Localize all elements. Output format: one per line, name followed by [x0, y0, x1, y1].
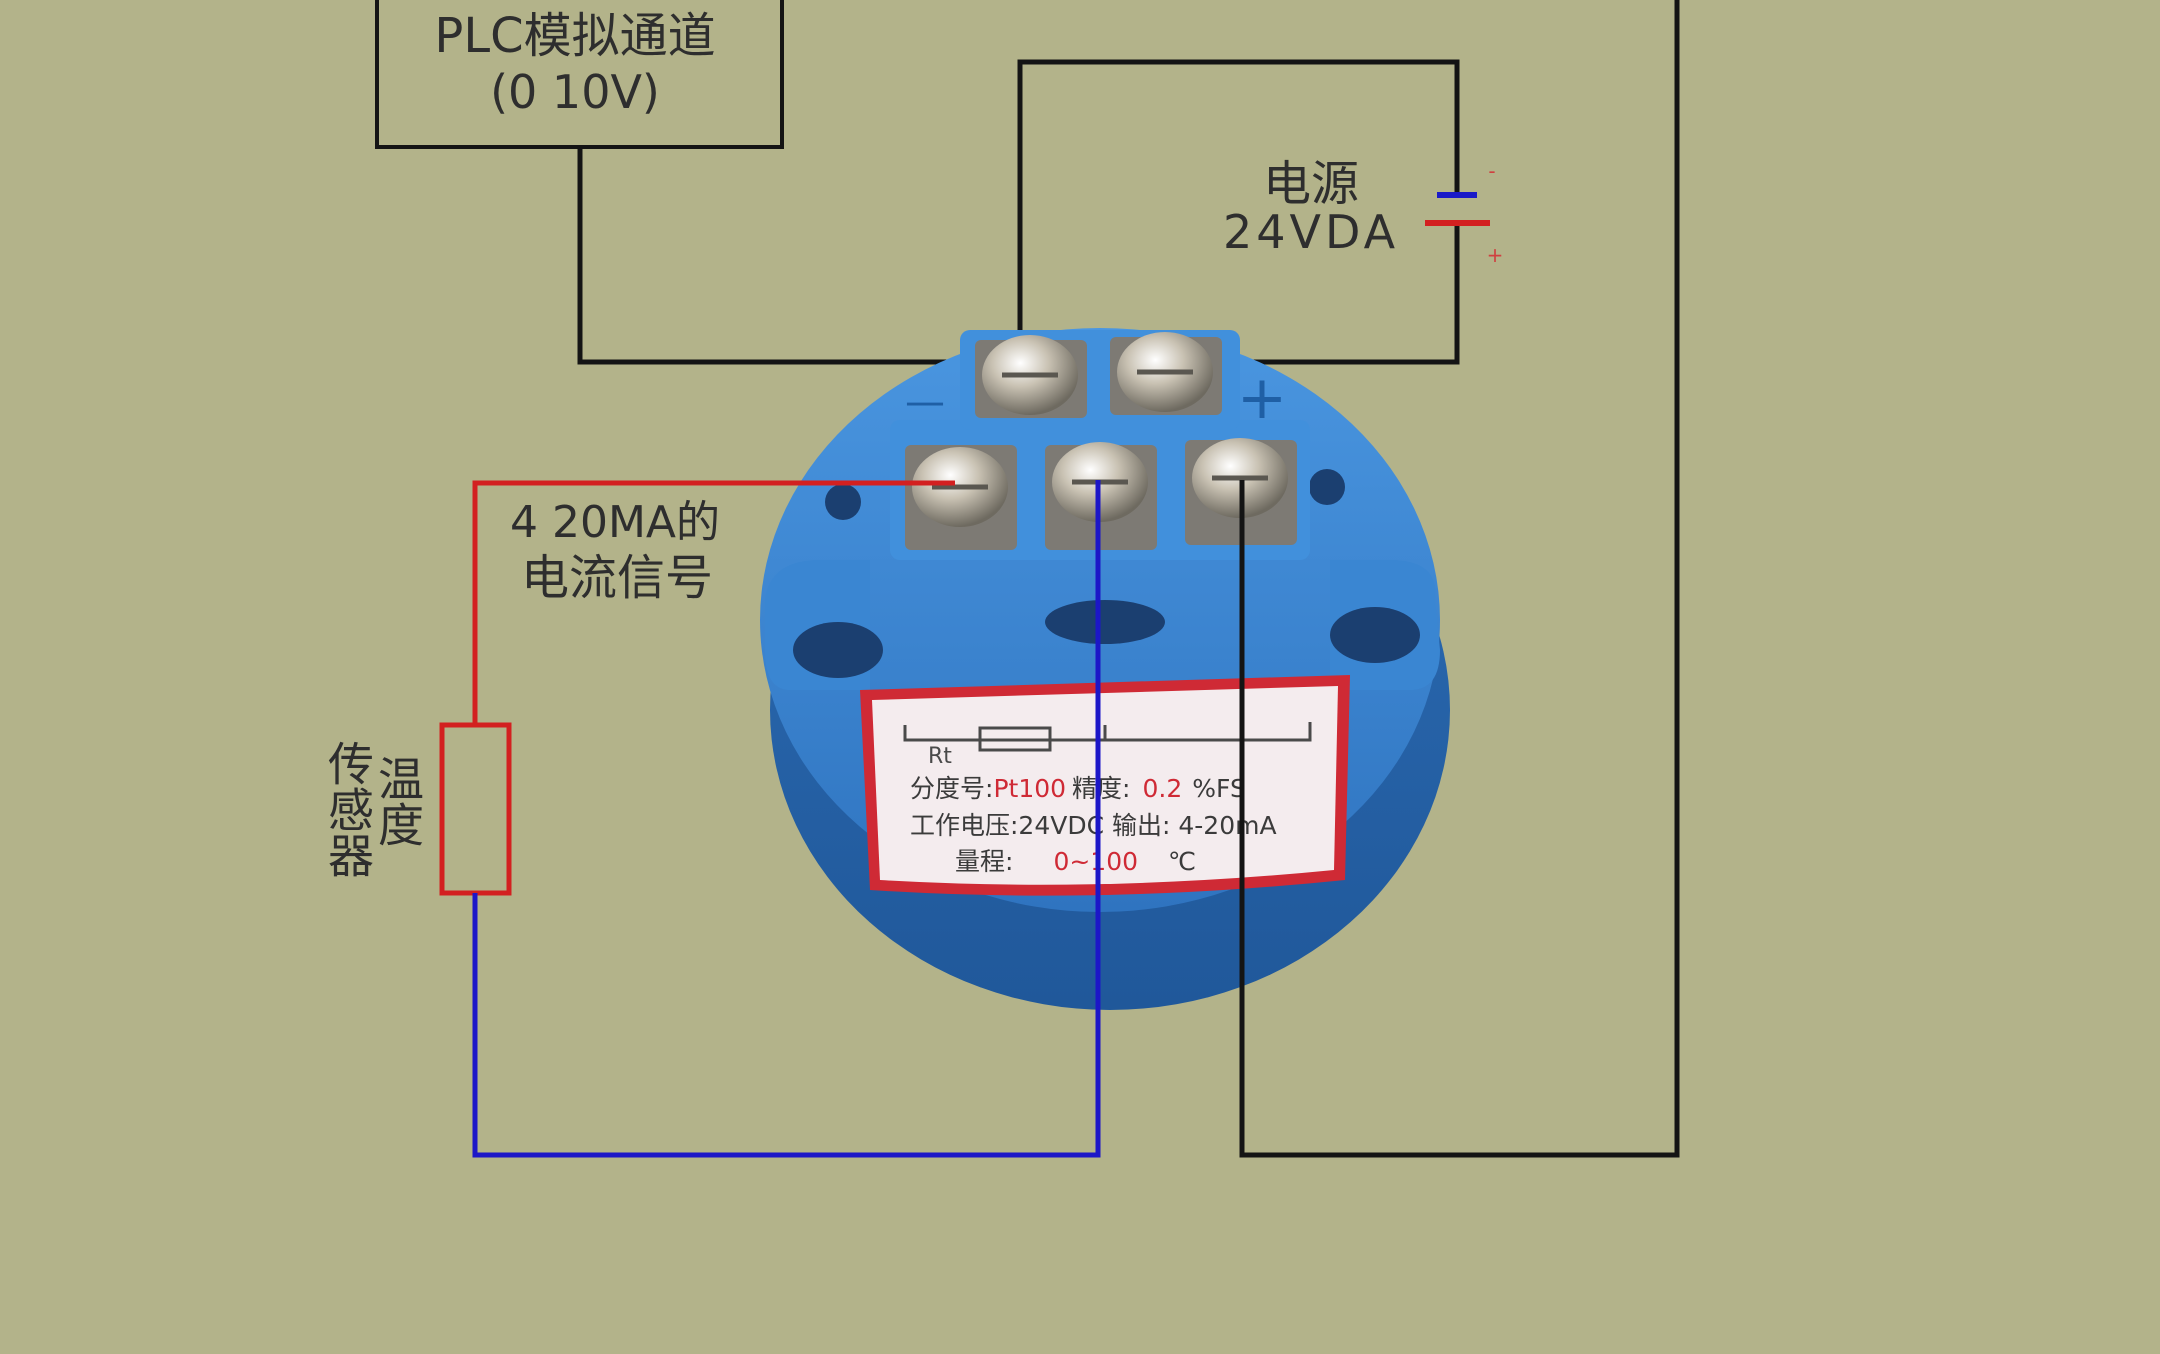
- wire-red-signal: [472, 480, 955, 725]
- plc-label-line1: PLC模拟通道: [434, 8, 715, 64]
- temperature-transmitter: — +: [760, 328, 1450, 1010]
- wire-terminal-to-power-minus: [1017, 59, 1460, 362]
- power-label-line1: 电源: [1263, 156, 1359, 212]
- sensor-label-col1: 传感器: [321, 740, 375, 878]
- sensor-label-col2: 温度: [371, 755, 425, 847]
- terminal-plus-mark: +: [1237, 363, 1287, 433]
- mounting-hole-left: [793, 622, 883, 678]
- screw-bottom-middle: [1045, 442, 1157, 550]
- temperature-sensor: [439, 722, 512, 896]
- power-plus-sign: +: [1487, 243, 1504, 267]
- mounting-hole-right: [1330, 607, 1420, 663]
- sensor-label: 传感器 温度: [321, 740, 425, 878]
- terminal-minus-mark: —: [905, 379, 945, 425]
- wire-blue-return: [472, 480, 1101, 1158]
- current-signal-line2: 电流信号: [521, 550, 713, 606]
- wire-plc-to-terminal: [577, 147, 1020, 365]
- screw-top-left: [975, 335, 1087, 418]
- battery-symbol: [1425, 192, 1490, 226]
- plc-label-line2: (0 10V): [490, 65, 660, 119]
- screw-bottom-left: [905, 445, 1017, 550]
- wire-power-plus-to-terminal: [1165, 223, 1460, 365]
- power-minus-sign: -: [1488, 159, 1495, 183]
- center-slot: [1045, 600, 1165, 644]
- current-signal-line1: 4 20MA的: [510, 497, 720, 548]
- screw-top-right: [1110, 332, 1222, 415]
- label-line2: 工作电压:24VDC 输出: 4-20mA: [910, 811, 1277, 840]
- power-label-line2: 24VDA: [1223, 205, 1399, 259]
- label-rt: Rt: [928, 744, 952, 769]
